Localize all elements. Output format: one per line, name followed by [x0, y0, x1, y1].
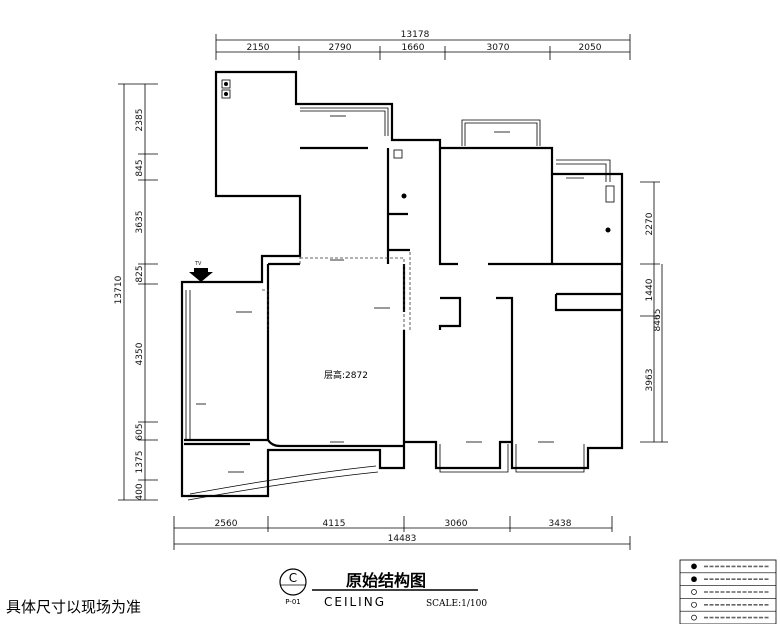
dim-bottom-1: 2560 — [215, 519, 238, 529]
dim-left-total: 13710 — [114, 275, 124, 304]
dim-left-5: 4350 — [135, 342, 145, 365]
legend-symbol-icon — [691, 589, 697, 595]
dim-right-total: 8465 — [653, 309, 663, 332]
tv-arrow-icon — [189, 268, 213, 282]
dim-bottom-total: 14483 — [388, 534, 417, 544]
legend-symbol-icon — [691, 614, 697, 621]
drawing-title: 原始结构图 — [346, 571, 426, 590]
kitchen-appliance-icon — [221, 79, 231, 89]
legend-symbol-icon — [691, 601, 697, 608]
gas-meter-icon — [221, 89, 231, 99]
tv-marker-label: TV — [194, 261, 202, 267]
top-dimension-chain: 13178 2150 2790 1660 3070 2050 — [215, 30, 631, 60]
bottom-dimension-chain: 2560 4115 3060 3438 14483 — [173, 516, 631, 550]
dim-left-8: 400 — [135, 483, 145, 500]
dim-top-5: 2050 — [579, 43, 602, 53]
dim-left-3: 3635 — [135, 211, 145, 234]
drain-icon — [401, 193, 407, 199]
left-dimension-chain: 13710 2385 845 3635 825 4350 605 1375 40… — [114, 83, 158, 501]
dim-left-2: 845 — [135, 159, 145, 176]
room-annotations — [196, 115, 584, 473]
title-block: C P-01 原始结构图 CEILING SCALE:1/100 — [279, 568, 487, 609]
dim-right-3: 3963 — [645, 369, 655, 392]
dim-top-3: 1660 — [402, 43, 425, 53]
dim-right-2: 1440 — [645, 278, 655, 301]
site-measure-note: 具体尺寸以现场为准 — [6, 598, 142, 616]
dim-left-7: 1375 — [135, 451, 145, 474]
interior-walls — [184, 146, 622, 448]
ceiling-height-label: 层高:2872 — [324, 369, 368, 381]
meter-box-icon — [605, 185, 615, 203]
drawing-subtitle: CEILING — [324, 595, 386, 609]
dim-top-4: 3070 — [487, 43, 510, 53]
dim-top-total: 13178 — [401, 30, 430, 40]
dashed-openings — [262, 252, 411, 330]
fixture-symbols: TV — [189, 79, 615, 282]
dim-top-1: 2150 — [247, 43, 270, 53]
sheet-code: P-01 — [285, 598, 301, 606]
dim-bottom-4: 3438 — [549, 519, 572, 529]
right-dimension-chain: 2270 1440 3963 8465 — [640, 181, 668, 443]
dim-bottom-3: 3060 — [445, 519, 468, 529]
sheet-letter: C — [289, 571, 297, 585]
legend-symbol-icon — [691, 576, 697, 583]
balcony-rails — [185, 107, 611, 501]
dim-left-1: 2385 — [135, 109, 145, 132]
drawing-scale: SCALE:1/100 — [426, 599, 487, 609]
water-heater-icon — [393, 149, 403, 159]
dim-left-4: 825 — [135, 265, 145, 282]
outer-walls — [180, 70, 624, 498]
dim-bottom-2: 4115 — [323, 519, 346, 529]
dim-top-2: 2790 — [329, 43, 352, 53]
drain-2-icon — [605, 227, 611, 233]
legend-symbol-icon — [691, 563, 697, 570]
dim-right-1: 2270 — [645, 212, 655, 235]
dim-left-6: 605 — [135, 423, 145, 440]
sheet-circle — [279, 568, 307, 596]
legend-box — [679, 559, 777, 624]
